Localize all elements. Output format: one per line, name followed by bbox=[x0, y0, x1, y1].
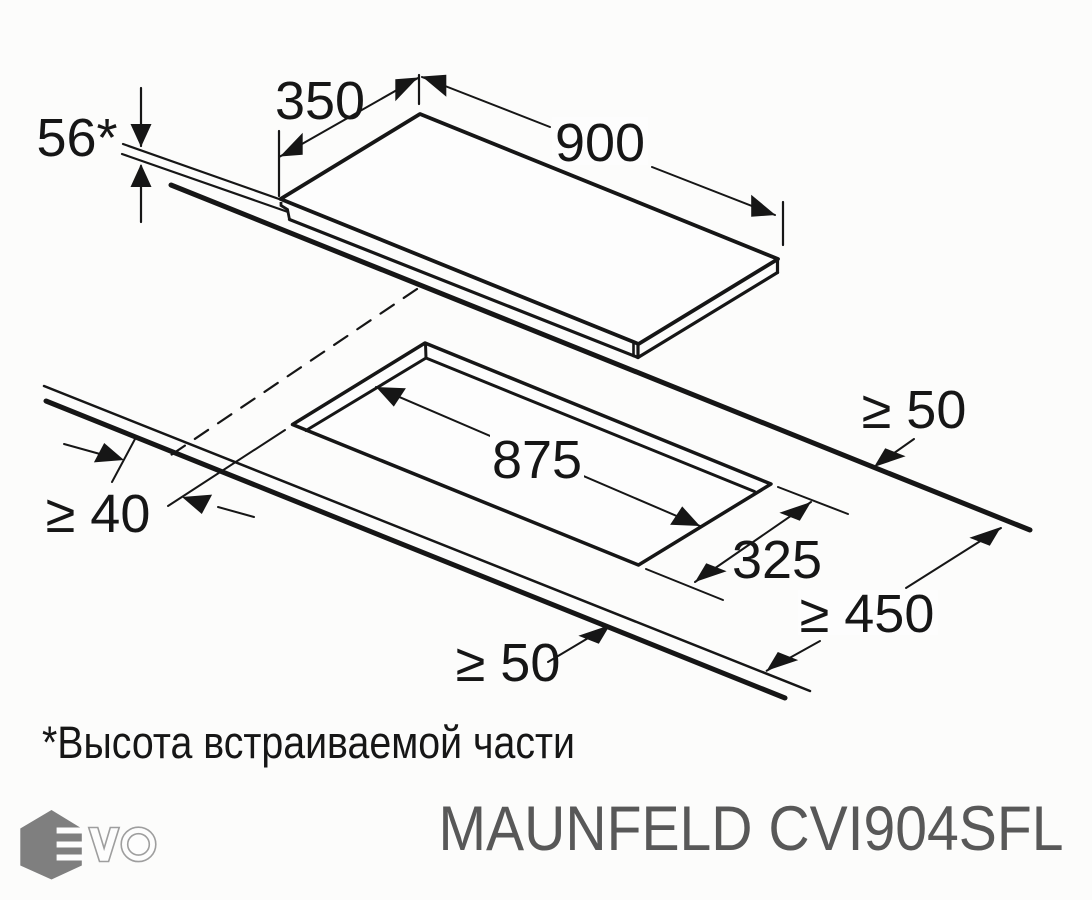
svg-text:875: 875 bbox=[492, 430, 582, 490]
svg-text:*Высота встраиваемой части: *Высота встраиваемой части bbox=[42, 717, 575, 768]
svg-text:56*: 56* bbox=[36, 108, 117, 168]
svg-text:900: 900 bbox=[555, 113, 645, 173]
svg-text:≥ 40: ≥ 40 bbox=[46, 484, 151, 544]
svg-text:≥ 450: ≥ 450 bbox=[800, 584, 935, 644]
svg-text:325: 325 bbox=[732, 530, 822, 590]
svg-text:≥ 50: ≥ 50 bbox=[456, 633, 561, 693]
svg-text:350: 350 bbox=[275, 71, 365, 131]
svg-text:MAUNFELD CVI904SFL: MAUNFELD CVI904SFL bbox=[439, 794, 1064, 864]
svg-text:≥ 50: ≥ 50 bbox=[862, 380, 967, 440]
